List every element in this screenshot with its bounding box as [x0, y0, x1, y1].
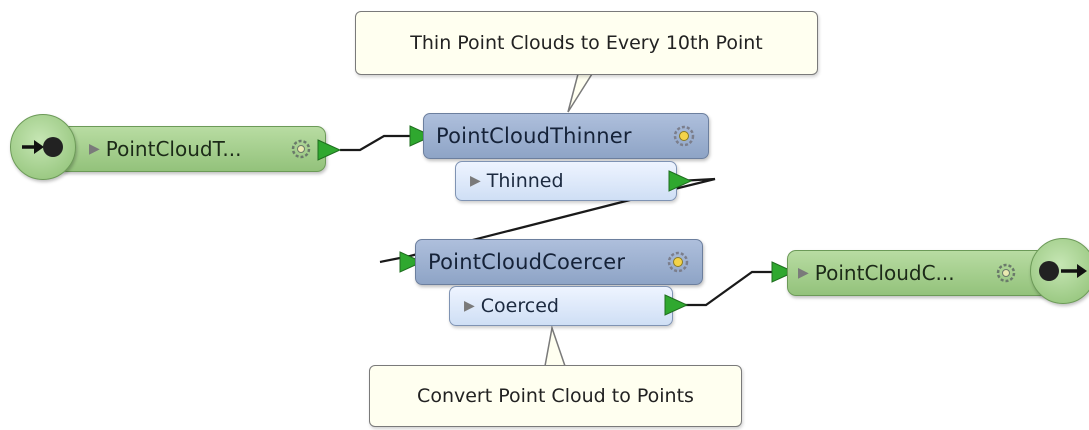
writer-input-port[interactable] [770, 260, 796, 284]
coercer-output-port[interactable] [663, 293, 691, 317]
reader-output-port[interactable] [316, 138, 344, 162]
expand-triangle-icon[interactable]: ▶ [89, 141, 100, 157]
writer-circle[interactable] [1030, 238, 1089, 304]
thinner-output-port-label: Thinned [486, 170, 564, 192]
thinner-transformer[interactable]: PointCloudThinner [423, 113, 709, 159]
thinner-output-port[interactable] [667, 169, 695, 193]
thinner-output-port-box[interactable]: ▶ Thinned [455, 161, 677, 201]
connection-reader-to-thinner[interactable] [340, 134, 412, 152]
reader-feature-type[interactable]: ▶ PointCloudT... [58, 126, 326, 172]
annotation-thinner-text: Thin Point Clouds to Every 10th Point [410, 32, 763, 54]
writer-label: PointCloudC... [814, 261, 955, 285]
annotation-coercer-text: Convert Point Cloud to Points [417, 385, 694, 407]
gear-icon[interactable] [992, 259, 1020, 287]
coercer-output-port-label: Coerced [480, 295, 559, 317]
writer-arrow-icon [1039, 261, 1087, 281]
annotation-thinner[interactable]: Thin Point Clouds to Every 10th Point [355, 11, 818, 75]
annotation-tail-thinner [567, 73, 593, 113]
coercer-title: PointCloudCoercer [428, 250, 626, 274]
expand-triangle-icon[interactable]: ▶ [464, 298, 475, 314]
expand-triangle-icon[interactable]: ▶ [470, 173, 481, 189]
coercer-transformer[interactable]: PointCloudCoercer [415, 239, 703, 285]
connection-coercer-to-writer[interactable] [676, 270, 775, 307]
coercer-output-port-box[interactable]: ▶ Coerced [449, 286, 673, 326]
expand-triangle-icon[interactable]: ▶ [798, 265, 809, 281]
reader-label: PointCloudT... [105, 137, 242, 161]
gear-icon[interactable] [287, 135, 315, 163]
thinner-title: PointCloudThinner [436, 124, 632, 148]
reader-arrow-icon [22, 137, 63, 157]
gear-icon[interactable] [664, 248, 692, 276]
annotation-coercer[interactable]: Convert Point Cloud to Points [369, 365, 742, 427]
reader-circle[interactable] [10, 114, 76, 180]
thinner-input-port[interactable] [408, 124, 434, 148]
gear-icon[interactable] [670, 122, 698, 150]
writer-feature-type[interactable]: ▶ PointCloudC... [787, 250, 1057, 296]
coercer-input-port[interactable] [398, 250, 424, 274]
annotation-tail-coercer [544, 325, 566, 367]
